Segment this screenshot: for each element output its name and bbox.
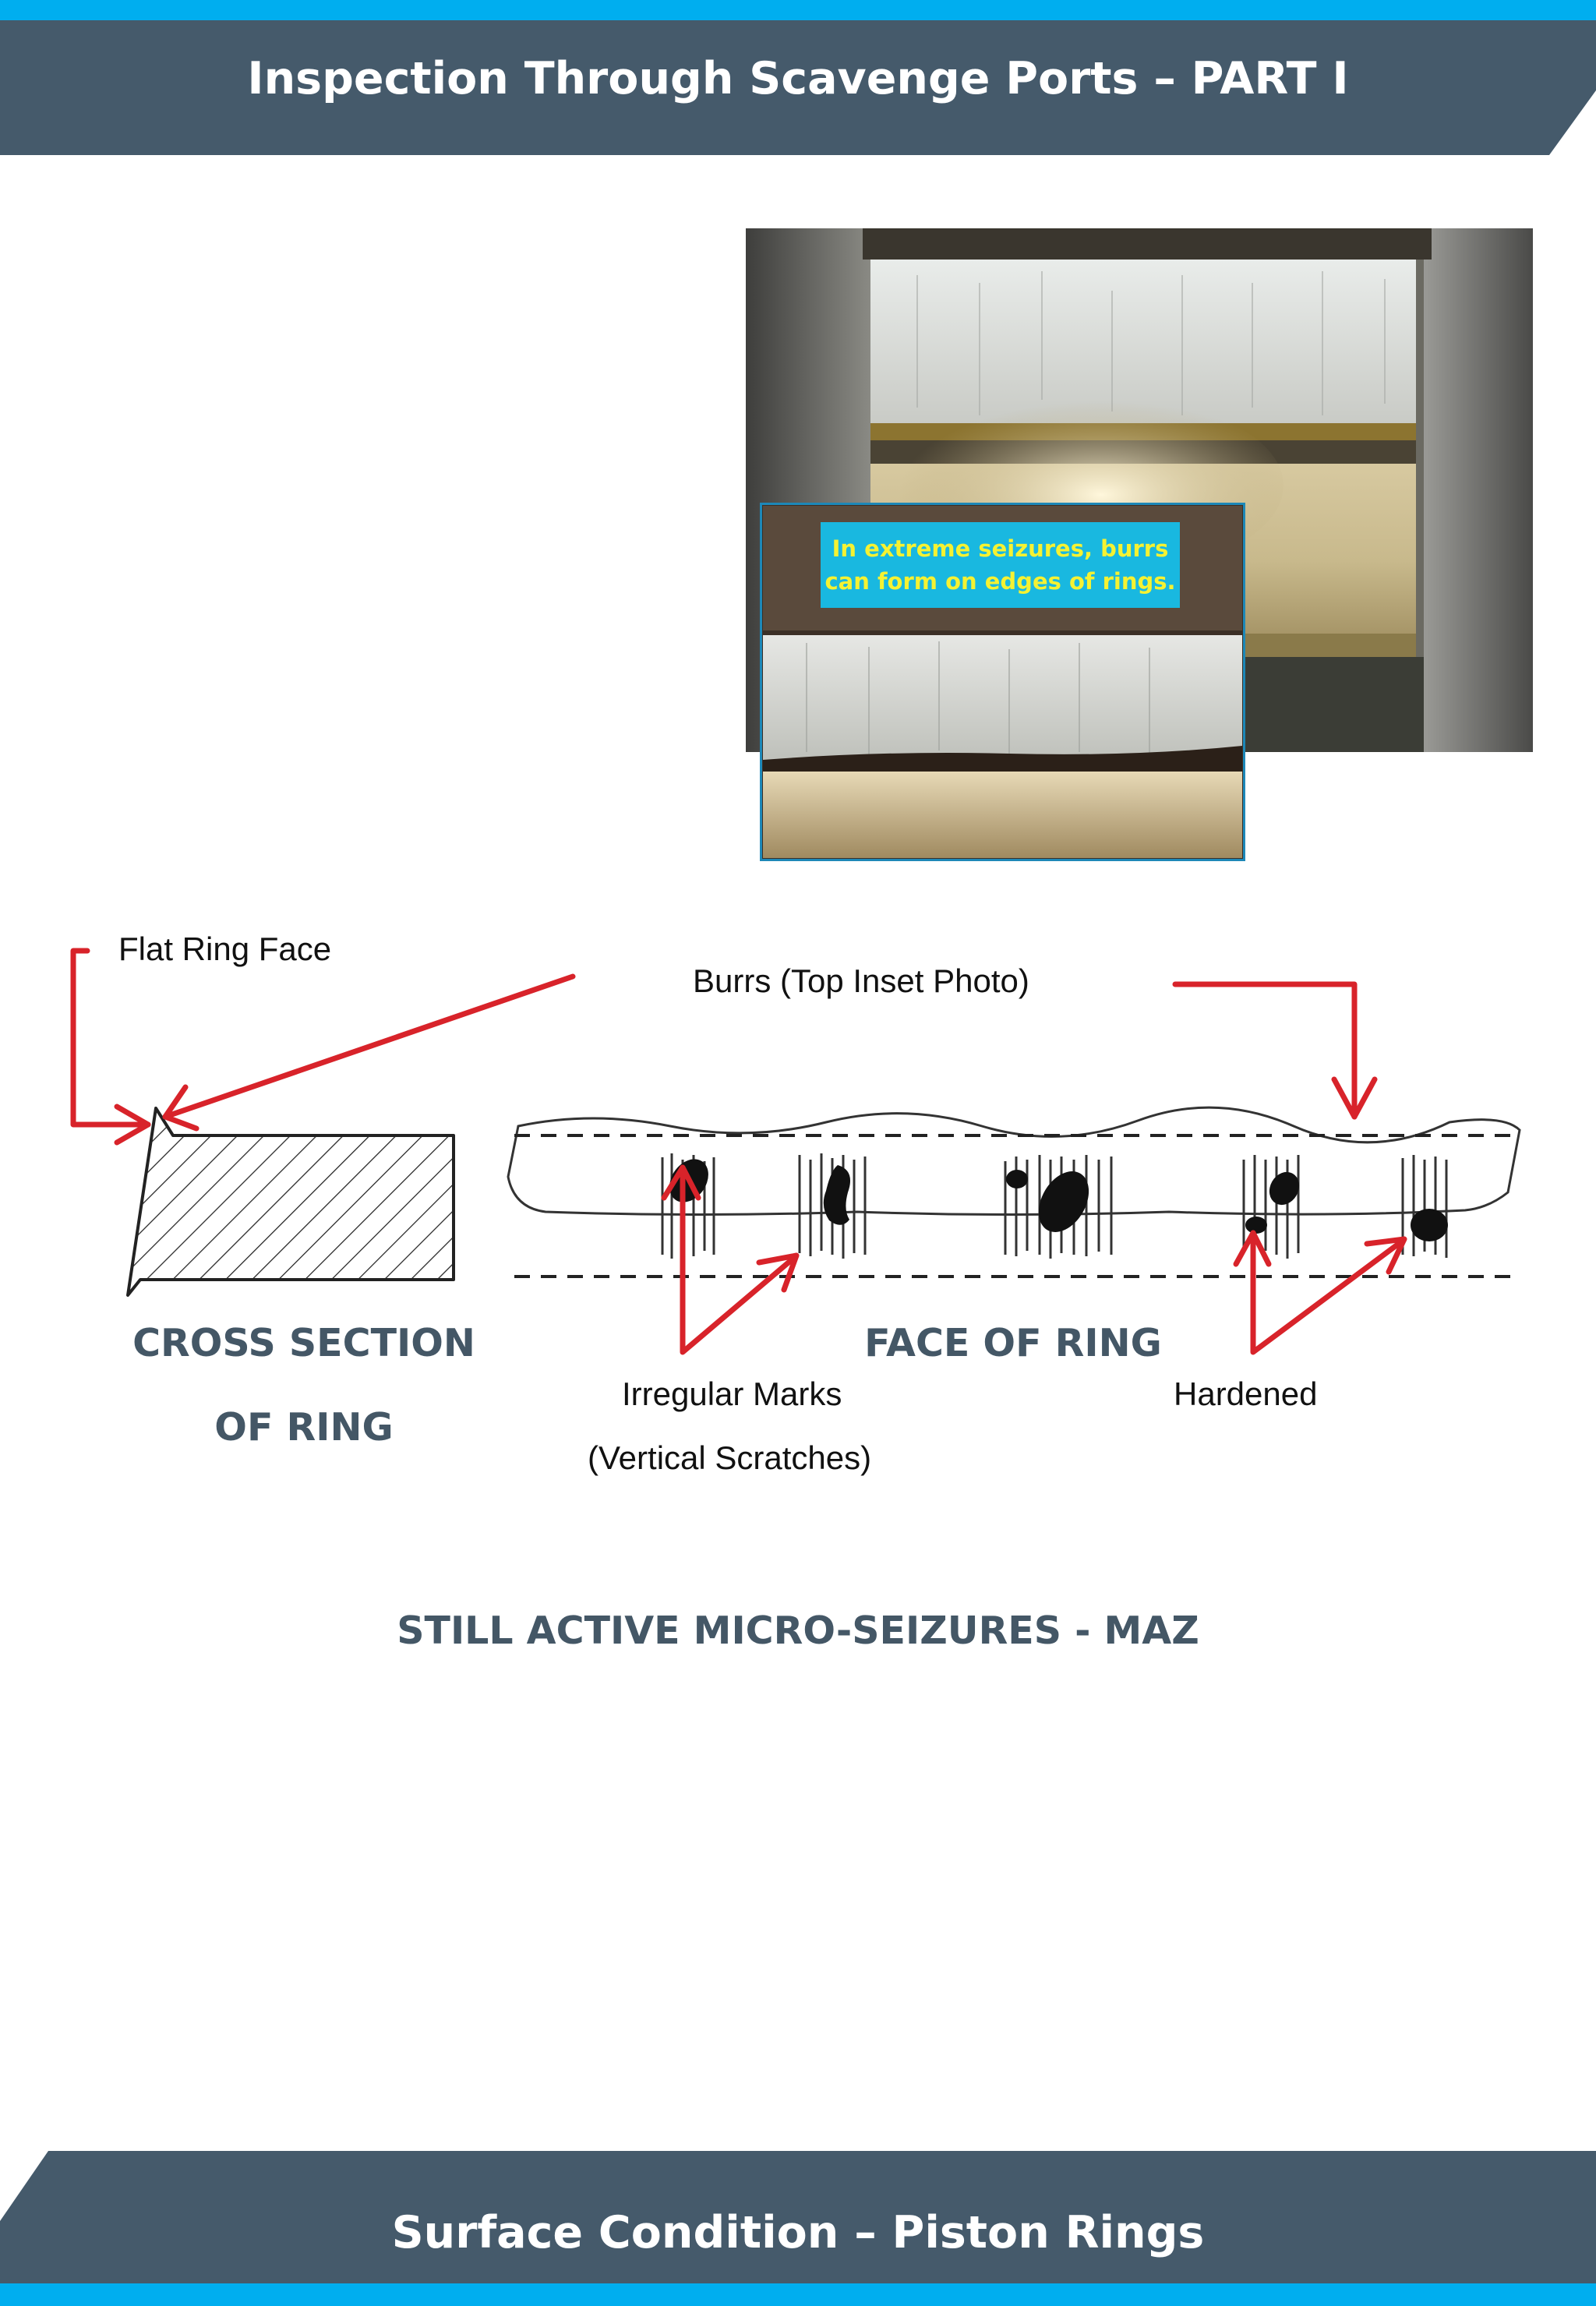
footer-title: Surface Condition – Piston Rings: [391, 2207, 1205, 2258]
footer-band: [0, 2151, 1596, 2283]
annotation-arrows: [70, 948, 1407, 1355]
figure-caption: STILL ACTIVE MICRO-SEIZURES - MAZ: [397, 1609, 1199, 1653]
footer-accent-stripe: [0, 2283, 1596, 2306]
burr-inset-photo: [760, 503, 1245, 861]
cross-section-label: CROSS SECTION: [132, 1321, 475, 1365]
hardened-label: Hardened: [1174, 1375, 1318, 1412]
burrs-label: Burrs (Top Inset Photo): [693, 962, 1029, 999]
page-title: Inspection Through Scavenge Ports – PART…: [247, 53, 1349, 104]
header-band: [0, 20, 1596, 155]
of-ring-label: OF RING: [214, 1405, 394, 1450]
flat-ring-face-label: Flat Ring Face: [118, 931, 332, 967]
ring-diagram: [70, 948, 1521, 1355]
face-of-ring-label: FACE OF RING: [864, 1321, 1162, 1365]
inset-caption: In extreme seizures, burrs can form on e…: [824, 535, 1176, 595]
header-accent-stripe: [0, 0, 1596, 20]
irregular-marks-label: Irregular Marks: [622, 1375, 842, 1412]
cross-section-shape: [126, 1107, 455, 1297]
ring-face-strip: [507, 1106, 1521, 1278]
vertical-scratches-label: (Vertical Scratches): [588, 1439, 872, 1476]
